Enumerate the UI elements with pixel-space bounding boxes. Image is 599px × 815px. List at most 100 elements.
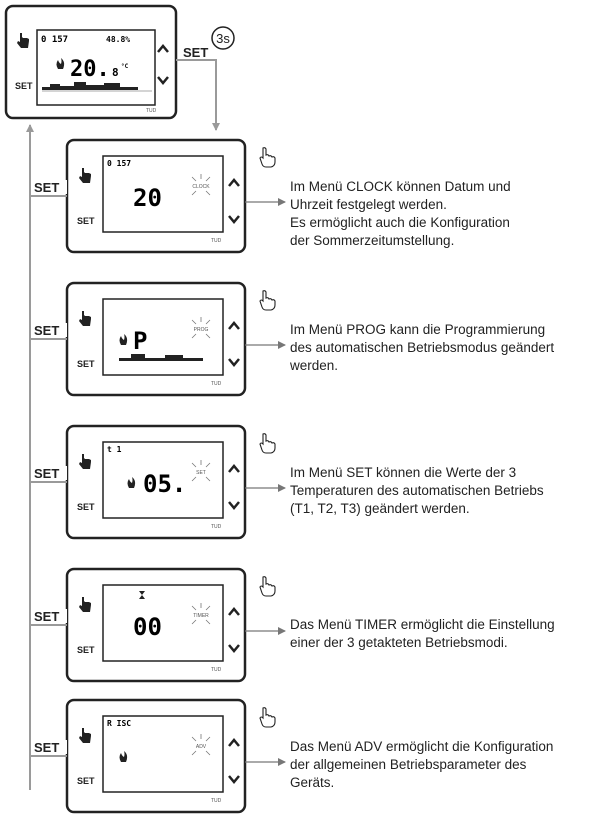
menu-device-prog: SET P PROG TUD: [65, 281, 286, 397]
lcd-digits: P: [133, 327, 147, 355]
down-arrow-button[interactable]: [228, 644, 240, 653]
down-arrow-button[interactable]: [157, 76, 169, 85]
description-line: der allgemeinen Betriebsparameter des: [290, 757, 527, 772]
up-arrow-button[interactable]: [228, 464, 240, 473]
menu-name-text: PROG: [194, 327, 209, 333]
lcd-screen: [36, 29, 156, 106]
device-set-button[interactable]: SET: [77, 502, 95, 512]
brand-label: TUD: [211, 667, 222, 673]
menu-device-timer: SET 00 TIMER TUD: [65, 567, 286, 683]
brand-label: TUD: [146, 108, 157, 114]
up-arrow-button[interactable]: [228, 738, 240, 747]
pointer-hand-icon: [259, 576, 276, 597]
pointer-hand-icon: [259, 290, 276, 311]
flame-icon: [119, 334, 128, 345]
menu-name-text: ADV: [196, 744, 207, 750]
down-arrow-button[interactable]: [228, 215, 240, 224]
hold-3s-badge: [211, 26, 235, 50]
flashing-menu-label-clock: CLOCK: [191, 174, 211, 196]
flame-icon: [127, 477, 136, 488]
pointer-hand-icon: [259, 433, 276, 454]
description-set: Im Menü SET können die Werte der 3 Temper…: [290, 464, 544, 518]
lcd-humidity: 48.8%: [106, 35, 130, 44]
device-set-button[interactable]: SET: [77, 359, 95, 369]
down-arrow-button[interactable]: [228, 775, 240, 784]
lcd-screen: [102, 155, 224, 233]
description-line: Uhrzeit festgelegt werden.: [290, 197, 447, 212]
hold-3s-text: 3s: [216, 31, 230, 46]
description-line: Das Menü TIMER ermöglicht die Einstellun…: [290, 617, 555, 632]
description-line: Geräts.: [290, 775, 335, 790]
brand-label: TUD: [211, 238, 222, 244]
menu-device-clock: SET 0 157 20 CLOCK TUD: [65, 138, 286, 254]
hand-touch-icon[interactable]: [79, 728, 91, 743]
lcd-screen: [102, 441, 224, 519]
device-set-button[interactable]: SET: [15, 81, 33, 91]
left-set-label: SET: [34, 323, 59, 338]
lcd-screen: [102, 584, 224, 662]
enter-menu-arrow: [176, 59, 220, 131]
brand-label: TUD: [211, 381, 222, 387]
lcd-digits: 05.: [143, 470, 186, 498]
description-timer: Das Menü TIMER ermöglicht die Einstellun…: [290, 616, 555, 652]
flame-icon: [119, 751, 128, 762]
description-line: Im Menü SET können die Werte der 3: [290, 465, 517, 480]
down-arrow-button[interactable]: [228, 501, 240, 510]
left-set-labels: SET SET SET SET SET: [30, 180, 67, 757]
flashing-menu-label-prog: PROG: [191, 317, 211, 339]
left-set-label: SET: [34, 180, 59, 195]
lcd-small-text: 0 157: [107, 159, 131, 168]
lcd-temperature-decimal: 8: [112, 66, 119, 79]
lcd-digits: 00: [133, 613, 162, 641]
flame-icon: [56, 58, 65, 69]
lcd-clock: 0 157: [41, 35, 68, 45]
program-bar: [109, 354, 203, 361]
up-arrow-button[interactable]: [228, 607, 240, 616]
description-line: werden.: [290, 358, 339, 373]
lcd-unit: °C: [121, 63, 129, 70]
up-arrow-button[interactable]: [157, 44, 169, 53]
description-line: Temperaturen des automatischen Betriebs: [290, 483, 544, 498]
lcd-screen: [102, 715, 224, 793]
lcd-screen: [102, 298, 224, 376]
left-set-label: SET: [34, 740, 59, 755]
lcd-small-text: t 1: [107, 445, 122, 454]
description-prog: Im Menü PROG kann die Programmierung des …: [290, 321, 554, 375]
menu-name-text: TIMER: [193, 613, 209, 619]
description-line: Im Menü PROG kann die Programmierung: [290, 322, 546, 337]
menu-name-text: CLOCK: [192, 184, 210, 190]
set-hold-label: SET: [183, 45, 208, 60]
description-line: Es ermöglicht auch die Konfiguration: [290, 215, 510, 230]
up-arrow-button[interactable]: [228, 321, 240, 330]
pointer-hand-icon: [259, 707, 276, 728]
lcd-small-text: R ISC: [107, 719, 131, 728]
device-set-button[interactable]: SET: [77, 645, 95, 655]
lcd-digits: 20: [133, 184, 162, 212]
description-line: der Sommerzeitumstellung.: [290, 233, 455, 248]
brand-label: TUD: [211, 524, 222, 530]
flashing-menu-label-timer: TIMER: [191, 603, 211, 625]
flashing-menu-label-adv: ADV: [191, 734, 211, 756]
description-line: (T1, T2, T3) geändert werden.: [290, 501, 470, 516]
down-arrow-button[interactable]: [228, 358, 240, 367]
hand-touch-icon[interactable]: [17, 33, 29, 48]
top-thermostat: SET 0 157 48.8% 20. 8 °C TUD: [4, 4, 178, 120]
hand-touch-icon[interactable]: [79, 597, 91, 612]
device-set-button[interactable]: SET: [77, 776, 95, 786]
left-set-label: SET: [34, 466, 59, 481]
left-set-label: SET: [34, 609, 59, 624]
hand-touch-icon[interactable]: [79, 311, 91, 326]
up-arrow-button[interactable]: [228, 178, 240, 187]
hand-touch-icon[interactable]: [79, 454, 91, 469]
description-line: Das Menü ADV ermöglicht die Konfiguratio…: [290, 739, 554, 754]
hand-touch-icon[interactable]: [79, 168, 91, 183]
description-line: des automatischen Betriebsmodus geändert: [290, 340, 555, 355]
device-set-button[interactable]: SET: [77, 216, 95, 226]
flashing-menu-label-set: SET: [191, 460, 211, 482]
description-adv: Das Menü ADV ermöglicht die Konfiguratio…: [290, 738, 553, 792]
hourglass-icon: [139, 591, 145, 599]
